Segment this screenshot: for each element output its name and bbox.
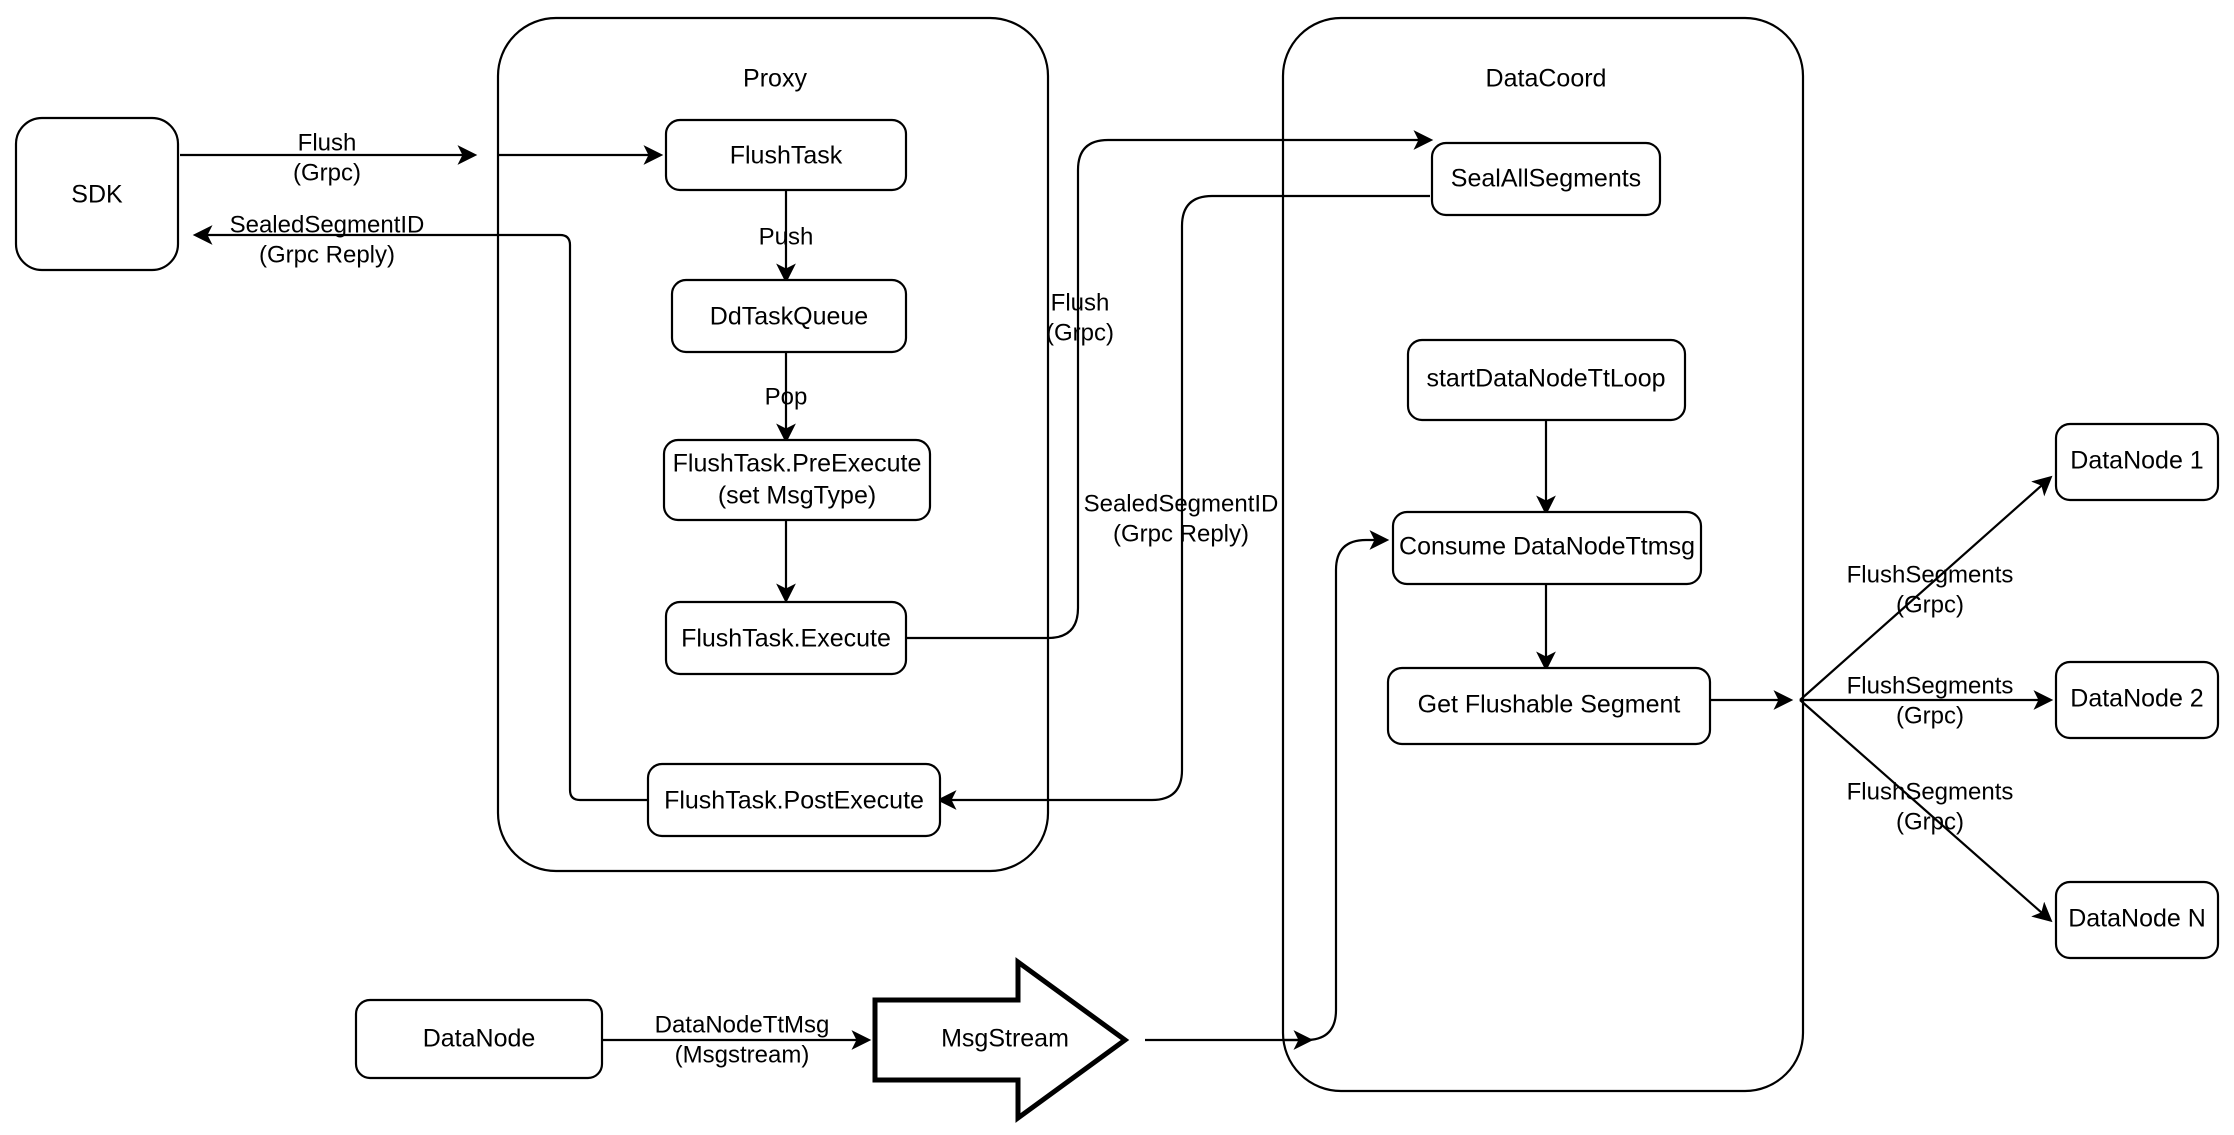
edge-label-sealedsegmentid-line2: (Grpc Reply) — [259, 241, 395, 268]
node-startdatanodettloop[interactable]: startDataNodeTtLoop — [1406, 338, 1687, 422]
edge-label-dc-proxy-reply-line1: SealedSegmentID — [1084, 490, 1279, 517]
edge-label-datanodettmsg-line1: DataNodeTtMsg — [655, 1011, 830, 1038]
node-flushtask-postexecute[interactable]: FlushTask.PostExecute — [646, 762, 942, 838]
edge-datacoord-edge-to-consume — [1283, 530, 1390, 1042]
sealallsegments-box-shape — [1430, 141, 1662, 217]
ddtaskqueue-label: DdTaskQueue — [710, 303, 868, 331]
edge-hub-to-datanode1 — [1799, 475, 2053, 701]
datanode2-label: DataNode 2 — [2070, 685, 2203, 713]
edge-execute-to-sealallsegments — [906, 130, 1434, 640]
datanoden-box-shape — [2054, 880, 2220, 960]
flushtask-box-shape — [664, 118, 908, 192]
datacoord-container-title: DataCoord — [1486, 65, 1607, 93]
node-datanode-2[interactable]: DataNode 2 — [2054, 660, 2220, 740]
node-flushtask[interactable]: FlushTask — [664, 118, 908, 192]
execute-box-shape — [664, 600, 908, 676]
node-get-flushable-segment[interactable]: Get Flushable Segment — [1386, 666, 1712, 746]
edge-label-dc-proxy-reply-line2: (Grpc Reply) — [1113, 520, 1249, 547]
datanode-source-box-shape — [354, 998, 604, 1080]
consume-box-shape — [1391, 510, 1703, 586]
edge-label-push: Push — [759, 223, 814, 250]
preexecute-box-shape — [662, 438, 932, 522]
edge-label-flush-grpc-line2: (Grpc) — [293, 159, 361, 186]
ddtaskqueue-box-shape — [670, 278, 908, 354]
node-flushtask-preexecute[interactable]: FlushTask.PreExecute (set MsgType) — [662, 438, 932, 522]
edge-label-proxy-dc-flush-line2: (Grpc) — [1046, 319, 1114, 346]
edge-label-flushsegments-2-line1: FlushSegments — [1847, 672, 2014, 699]
node-datanode-source[interactable]: DataNode — [354, 998, 604, 1080]
node-ddtaskqueue[interactable]: DdTaskQueue — [670, 278, 908, 354]
sdk-box-shape — [14, 116, 180, 272]
postexecute-label: FlushTask.PostExecute — [664, 787, 924, 815]
startdatanodettloop-label: startDataNodeTtLoop — [1426, 365, 1665, 393]
postexecute-box-shape — [646, 762, 942, 838]
edge-sealallsegments-to-postexecute — [936, 194, 1430, 810]
sealallsegments-label: SealAllSegments — [1451, 165, 1641, 193]
msgstream-label: MsgStream — [941, 1025, 1069, 1053]
datanode1-box-shape — [2054, 422, 2220, 502]
edge-label-flush-grpc-line1: Flush — [298, 129, 357, 156]
getflushable-box-shape — [1386, 666, 1712, 746]
edge-label-flushsegments-2-line2: (Grpc) — [1896, 702, 1964, 729]
node-consume-datanodettmsg[interactable]: Consume DataNodeTtmsg — [1391, 510, 1703, 586]
edge-proxy-to-sdk-reply — [192, 225, 648, 802]
proxy-container-title: Proxy — [743, 65, 807, 93]
datanode1-label: DataNode 1 — [2070, 447, 2203, 475]
flushtask-label: FlushTask — [730, 142, 843, 170]
consume-label: Consume DataNodeTtmsg — [1399, 533, 1695, 561]
startdatanodettloop-box-shape — [1406, 338, 1687, 422]
node-flushtask-execute[interactable]: FlushTask.Execute — [664, 600, 908, 676]
edge-hub-to-datanoden — [1799, 699, 2053, 923]
node-msgstream[interactable]: MsgStream — [872, 957, 1130, 1123]
edge-label-flushsegments-n-line2: (Grpc) — [1896, 808, 1964, 835]
node-datanode-1[interactable]: DataNode 1 — [2054, 422, 2220, 502]
node-datanode-n[interactable]: DataNode N — [2054, 880, 2220, 960]
node-sealallsegments[interactable]: SealAllSegments — [1430, 141, 1662, 217]
datanoden-label: DataNode N — [2068, 905, 2206, 933]
edge-label-proxy-dc-flush-line1: Flush — [1051, 289, 1110, 316]
node-sdk[interactable]: SDK — [14, 116, 180, 272]
datanode2-box-shape — [2054, 660, 2220, 740]
edge-label-pop: Pop — [765, 383, 808, 410]
edge-label-flushsegments-1-line1: FlushSegments — [1847, 561, 2014, 588]
edge-label-datanodettmsg-line2: (Msgstream) — [675, 1041, 810, 1068]
datanode-source-label: DataNode — [423, 1025, 536, 1053]
preexecute-label-line2: (set MsgType) — [718, 482, 876, 510]
edge-label-flushsegments-n-line1: FlushSegments — [1847, 778, 2014, 805]
sdk-label: SDK — [71, 181, 123, 209]
edge-label-sealedsegmentid-line1: SealedSegmentID — [230, 211, 425, 238]
msgstream-arrow-shape — [872, 957, 1130, 1123]
preexecute-label-line1: FlushTask.PreExecute — [673, 450, 922, 478]
getflushable-label: Get Flushable Segment — [1418, 691, 1681, 719]
execute-label: FlushTask.Execute — [681, 625, 891, 653]
edge-label-flushsegments-1-line2: (Grpc) — [1896, 591, 1964, 618]
